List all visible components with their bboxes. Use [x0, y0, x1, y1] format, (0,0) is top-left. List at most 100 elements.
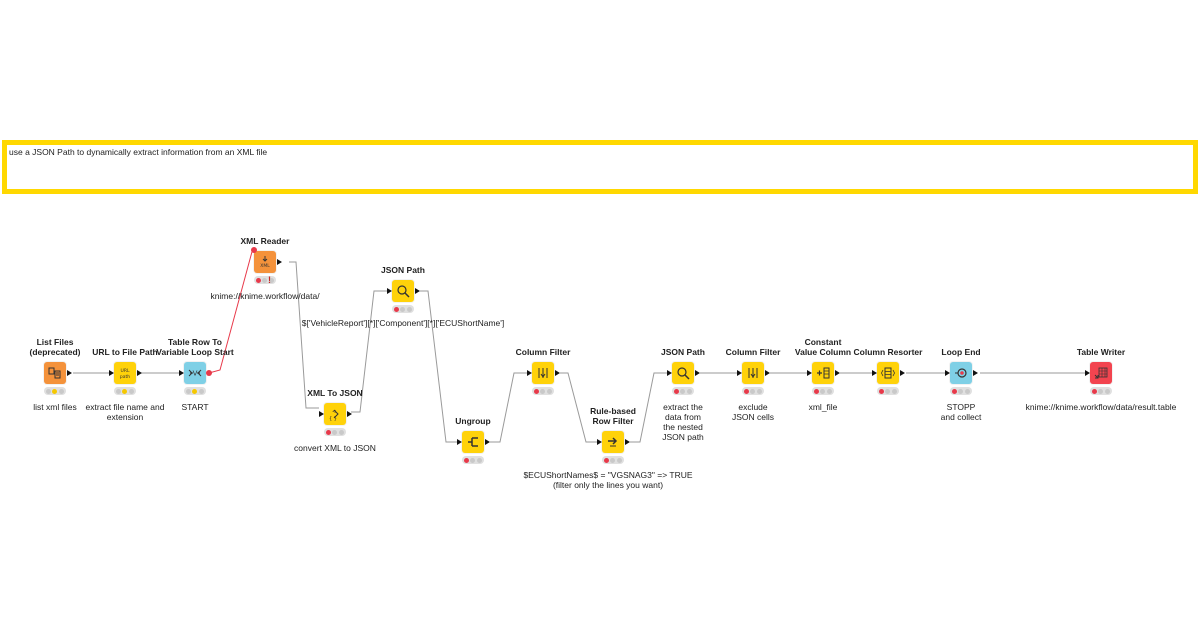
output-port[interactable]	[835, 370, 840, 376]
node-status	[324, 428, 346, 436]
node-title: Table Writer	[1076, 347, 1126, 357]
node-title: XML Reader	[240, 236, 290, 246]
output-port[interactable]	[695, 370, 700, 376]
svg-text:path: path	[120, 374, 130, 380]
variable-input-port[interactable]	[251, 247, 257, 253]
wire-xmlreader-to-xmltojson	[289, 261, 319, 409]
node-title: Loop End	[941, 347, 981, 357]
loop-start-icon[interactable]: V	[184, 362, 206, 384]
wire-rulefilter-to-jsonpath2	[630, 372, 669, 443]
output-port[interactable]	[485, 439, 490, 445]
list-files-icon[interactable]	[44, 362, 66, 384]
node-label: extract the data from the nested JSON pa…	[662, 402, 704, 442]
loop-end-icon[interactable]	[950, 362, 972, 384]
wire-xmltojson-to-jsonpath1	[351, 290, 389, 413]
annotation-text: use a JSON Path to dynamically extract i…	[9, 147, 268, 157]
output-port[interactable]	[137, 370, 142, 376]
node-title: JSON Path	[661, 347, 705, 357]
node-status	[114, 387, 136, 395]
variable-output-port[interactable]	[206, 370, 212, 376]
workflow-annotation[interactable]: use a JSON Path to dynamically extract i…	[2, 140, 1198, 194]
node-status	[950, 387, 972, 395]
node-status	[1090, 387, 1112, 395]
table-writer-icon[interactable]	[1090, 362, 1112, 384]
input-port[interactable]	[872, 370, 877, 376]
svg-text:XML: XML	[260, 263, 270, 269]
input-port[interactable]	[945, 370, 950, 376]
node-label: START	[181, 402, 209, 412]
node-title: URL to File Path	[92, 347, 158, 357]
node-status	[812, 387, 834, 395]
wire-ungroup-to-colfilter1	[490, 372, 529, 443]
json-path-icon[interactable]	[392, 280, 414, 302]
node-status	[462, 456, 484, 464]
xml-reader-icon[interactable]: XML	[254, 251, 276, 273]
output-port[interactable]	[555, 370, 560, 376]
json-path-icon[interactable]	[672, 362, 694, 384]
wire-jsonpath1-to-ungroup	[420, 290, 459, 443]
node-label: list xml files	[33, 402, 77, 412]
node-title: Constant Value Column	[794, 337, 852, 357]
xml-to-json-icon[interactable]: <{ }	[324, 403, 346, 425]
output-port[interactable]	[347, 411, 352, 417]
output-port[interactable]	[277, 259, 282, 265]
svg-text:URL: URL	[121, 368, 130, 374]
node-title: XML To JSON	[307, 388, 363, 398]
node-label: STOPP and collect	[940, 402, 982, 422]
node-label: exclude JSON cells	[731, 402, 775, 422]
rule-expression-label: $ECUShortNames$ = "VGSNAG3" => TRUE (fil…	[523, 470, 693, 490]
node-label: convert XML to JSON	[294, 443, 376, 453]
node-title: JSON Path	[381, 265, 425, 275]
input-port[interactable]	[179, 370, 184, 376]
output-port[interactable]	[625, 439, 630, 445]
node-label: xml_file	[808, 402, 838, 412]
node-status	[877, 387, 899, 395]
rule-filter-icon[interactable]	[602, 431, 624, 453]
node-status	[184, 387, 206, 395]
node-status	[254, 276, 276, 284]
input-port[interactable]	[1085, 370, 1090, 376]
node-status	[392, 305, 414, 313]
node-title: List Files (deprecated)	[29, 337, 81, 357]
input-port[interactable]	[387, 288, 392, 294]
output-port[interactable]	[973, 370, 978, 376]
node-status	[742, 387, 764, 395]
input-port[interactable]	[109, 370, 114, 376]
input-port[interactable]	[807, 370, 812, 376]
table-writer-path-label: knime://knime.workflow/data/result.table	[1025, 402, 1177, 412]
node-title: Table Row To Variable Loop Start	[156, 337, 234, 357]
input-port[interactable]	[527, 370, 532, 376]
output-port[interactable]	[415, 288, 420, 294]
wire-flowvariable-loopstart-to-xmlreader	[208, 247, 254, 374]
node-title: Ungroup	[455, 416, 491, 426]
input-port[interactable]	[667, 370, 672, 376]
output-port[interactable]	[67, 370, 72, 376]
ungroup-icon[interactable]	[462, 431, 484, 453]
node-label: extract file name and extension	[85, 402, 165, 422]
svg-text:<: <	[332, 409, 336, 415]
output-port[interactable]	[765, 370, 770, 376]
constant-value-icon[interactable]	[812, 362, 834, 384]
node-title: Column Filter	[725, 347, 781, 357]
node-title: Column Filter	[515, 347, 571, 357]
column-filter-icon[interactable]	[532, 362, 554, 384]
node-status	[532, 387, 554, 395]
column-resorter-icon[interactable]	[877, 362, 899, 384]
input-port[interactable]	[319, 411, 324, 417]
node-status	[672, 387, 694, 395]
svg-text:{ }: { }	[329, 416, 337, 422]
output-port[interactable]	[900, 370, 905, 376]
warning-icon: !	[268, 275, 271, 285]
node-status	[44, 387, 66, 395]
node-status	[602, 456, 624, 464]
svg-text:V: V	[193, 370, 198, 378]
json-path-expression-label: $['VehicleReport'][*]['Component'][*]['E…	[301, 318, 505, 328]
input-port[interactable]	[457, 439, 462, 445]
input-port[interactable]	[737, 370, 742, 376]
node-label: knime://knime.workflow/data/	[210, 291, 320, 301]
column-filter-icon[interactable]	[742, 362, 764, 384]
input-port[interactable]	[597, 439, 602, 445]
wire-colfilter1-to-rulefilter	[560, 372, 599, 443]
